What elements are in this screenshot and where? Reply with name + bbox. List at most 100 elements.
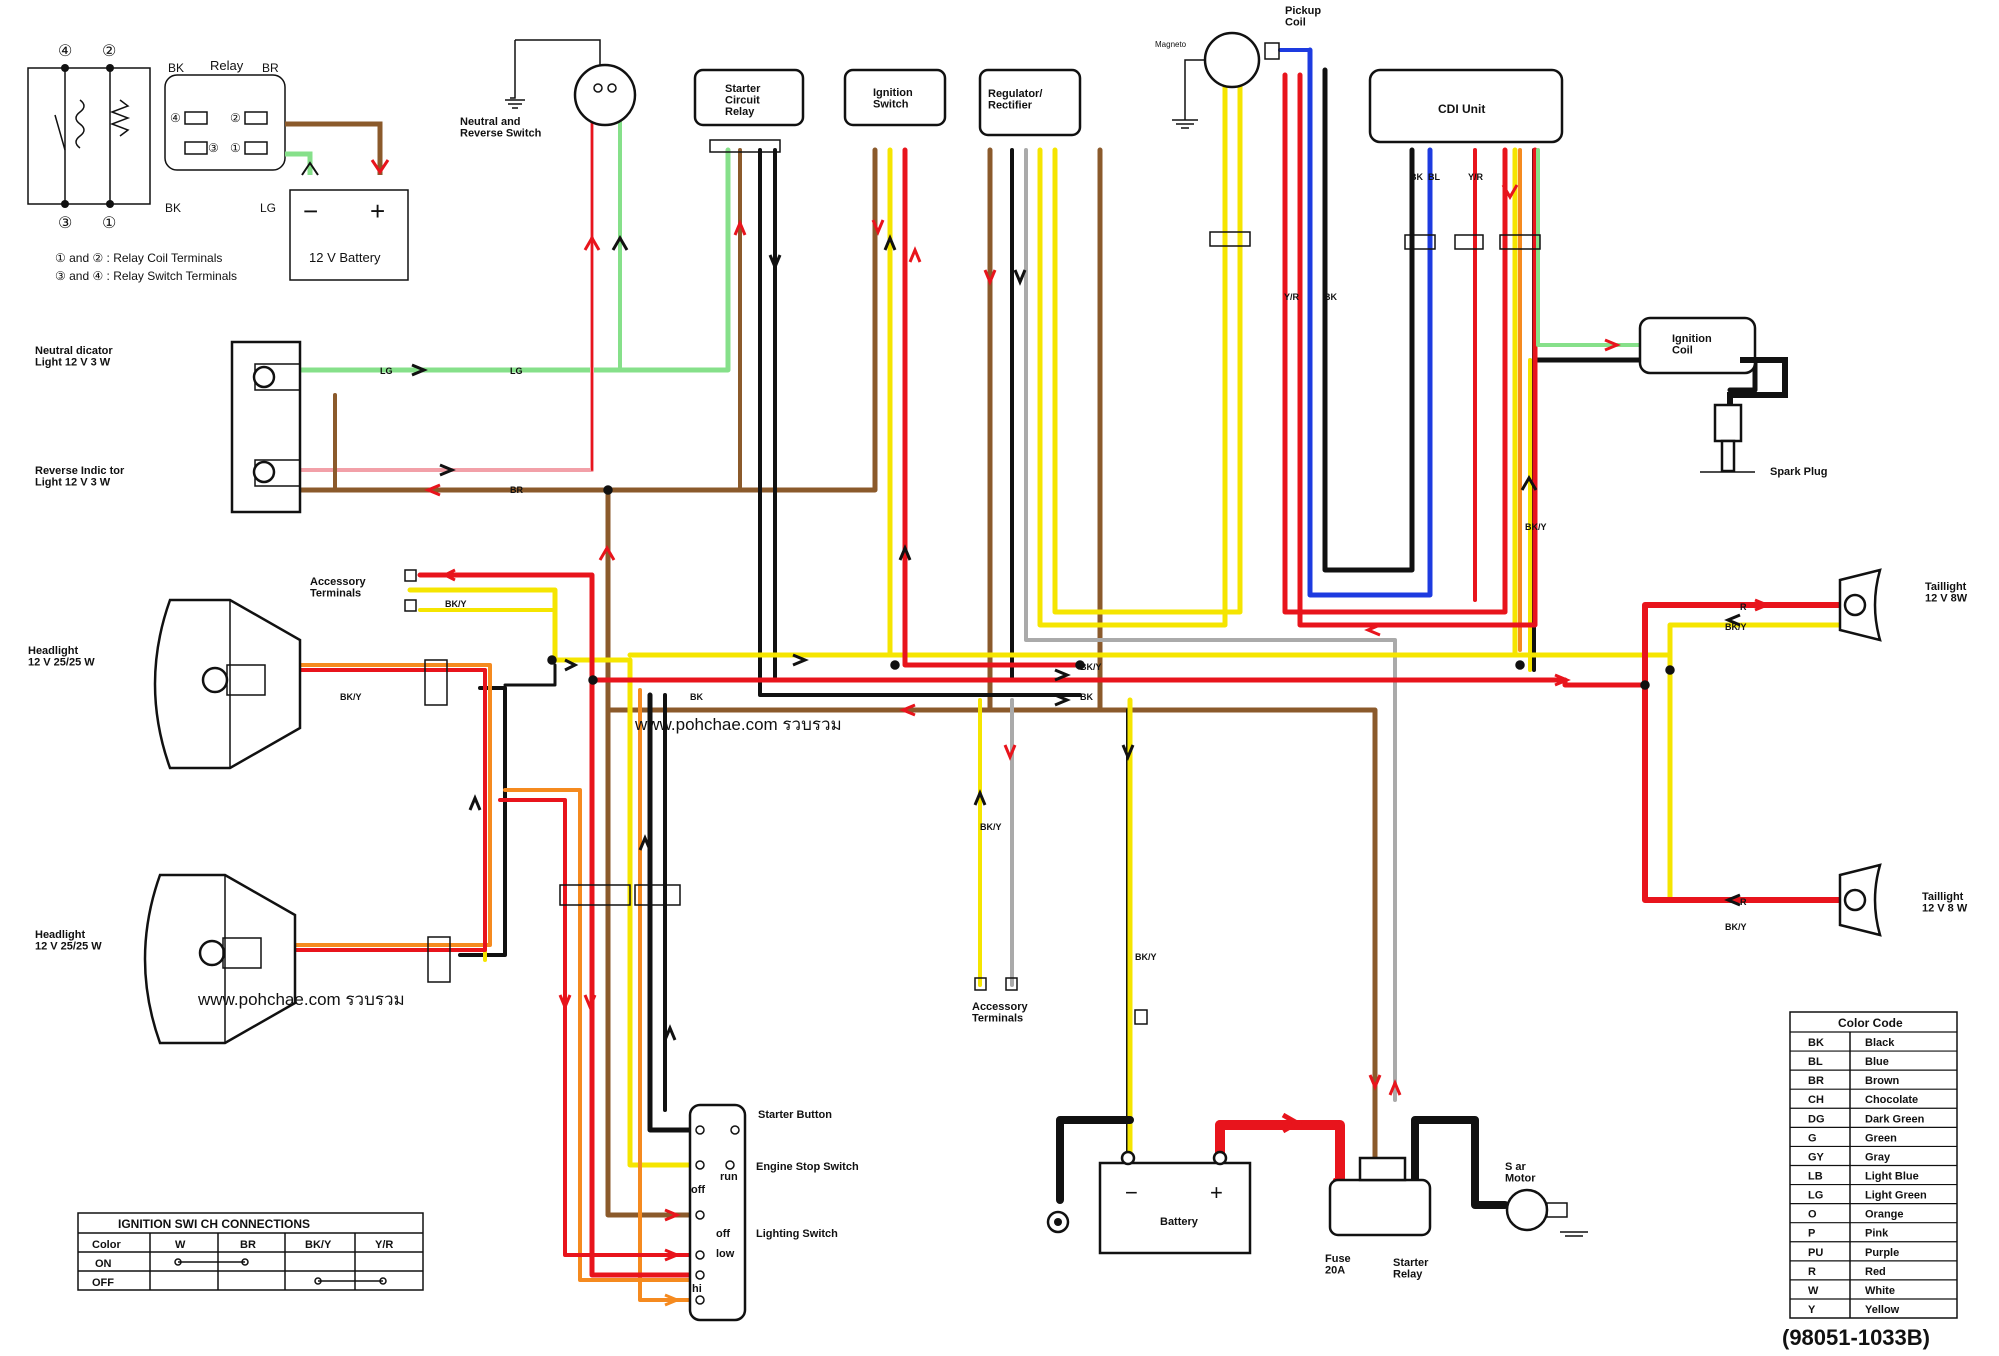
color-code-abbrev: W bbox=[1808, 1285, 1819, 1297]
color-code-name: Purple bbox=[1865, 1247, 1899, 1259]
starter-button-label: Starter Button bbox=[758, 1109, 832, 1121]
wire-label-bky: BK/Y bbox=[1080, 662, 1102, 672]
connector-lighting-upper bbox=[559, 884, 631, 906]
relay-pin-2-label: ② bbox=[230, 111, 241, 125]
magneto-label: Magneto bbox=[1155, 40, 1187, 49]
wires bbox=[268, 47, 1843, 1302]
regulator-rectifier-label: Regulator/Rectifier bbox=[988, 88, 1042, 112]
relay-note-2: ③ and ④ : Relay Switch Terminals bbox=[55, 269, 237, 283]
ignition-table-row-on: ON bbox=[95, 1258, 112, 1270]
wire-r-accessory bbox=[417, 572, 703, 1278]
color-code-abbrev: LB bbox=[1808, 1170, 1823, 1182]
relay-switch-contact bbox=[54, 114, 66, 151]
engine-stop-switch-label: Engine Stop Switch bbox=[756, 1161, 859, 1173]
switch-off-run-label: off bbox=[691, 1184, 705, 1196]
relay-pin-4-label: ④ bbox=[170, 111, 181, 125]
battery-label: Battery bbox=[1160, 1216, 1199, 1228]
color-code-abbrev: BR bbox=[1808, 1075, 1824, 1087]
relay-terminal-1-label: ① bbox=[102, 215, 116, 232]
color-code-name: Dark Green bbox=[1865, 1113, 1925, 1125]
relay-inset-battery bbox=[289, 189, 409, 281]
wire-label-bky: BK/Y bbox=[980, 822, 1002, 832]
relay-pin-3-label: ③ bbox=[208, 141, 219, 155]
wire-label-r: R bbox=[1740, 897, 1747, 907]
wire-r-bus bbox=[589, 677, 1648, 688]
switch-off-label: off bbox=[716, 1228, 730, 1240]
wire-y-bus bbox=[887, 147, 1518, 658]
relay-coil-symbol bbox=[75, 99, 85, 149]
relay-bk-bottom-label: BK bbox=[165, 201, 181, 215]
color-code-abbrev: GY bbox=[1808, 1151, 1825, 1163]
lighting-switch-label: Lighting Switch bbox=[756, 1228, 838, 1240]
color-code-name: White bbox=[1865, 1285, 1895, 1297]
color-code-name: Brown bbox=[1865, 1075, 1900, 1087]
wire-bk-starter-button bbox=[647, 692, 703, 1133]
connector-headlight-lower bbox=[427, 936, 451, 983]
relay-bk-top-label: BK bbox=[168, 61, 184, 75]
wire-labels: LG LG BR BK/Y BK/Y BK BK BK/Y BK BL Y/R … bbox=[340, 172, 1747, 962]
wire-label-bl: BL bbox=[1428, 172, 1440, 182]
color-code-abbrev: O bbox=[1808, 1209, 1817, 1221]
color-code-name: Light Blue bbox=[1865, 1170, 1919, 1182]
relay-battery-label: 12 V Battery bbox=[309, 250, 381, 265]
color-code-abbrev: Y bbox=[1808, 1304, 1816, 1316]
wire-label-lg: LG bbox=[510, 366, 523, 376]
ignition-table-header-br: BR bbox=[240, 1239, 256, 1251]
relay-battery-minus: − bbox=[303, 196, 318, 226]
wire-label-br: BR bbox=[510, 485, 523, 495]
connector-magneto bbox=[1209, 231, 1251, 247]
connector-lighting-upper-2 bbox=[634, 884, 681, 906]
color-code-abbrev: PU bbox=[1808, 1247, 1823, 1259]
wire-label-bky: BK/Y bbox=[445, 599, 467, 609]
wire-gy-regulator bbox=[1024, 148, 1397, 1102]
color-code-name: Gray bbox=[1865, 1151, 1891, 1163]
wire-r-headlight bbox=[268, 668, 487, 952]
spark-plug-label: Spark Plug bbox=[1770, 466, 1827, 478]
wire-br-ignition bbox=[297, 147, 878, 493]
wire-o-hi bbox=[503, 788, 702, 1282]
battery: − + Battery bbox=[1046, 1150, 1252, 1255]
relay-terminal-4-label: ④ bbox=[58, 43, 72, 60]
color-code-name: Chocolate bbox=[1865, 1094, 1918, 1106]
wire-bk-headlight-ground bbox=[458, 686, 507, 957]
color-code-abbrev: BK bbox=[1808, 1037, 1824, 1049]
ignition-table-title: IGNITION SWI CH CONNECTIONS bbox=[118, 1217, 310, 1231]
wire-label-yr: Y/R bbox=[1284, 292, 1300, 302]
switch-low-label: low bbox=[716, 1248, 735, 1260]
wire-label-bky: BK/Y bbox=[340, 692, 362, 702]
wire-bk-starter-motor bbox=[1411, 1116, 1509, 1209]
watermark-bottom: www.pohchae.com รวบรวม bbox=[197, 990, 405, 1009]
relay-battery-plus: + bbox=[370, 196, 385, 226]
wire-bk-pickup bbox=[1322, 67, 1415, 573]
wire-label-yr: Y/R bbox=[1468, 172, 1484, 182]
ignition-table-header-w: W bbox=[175, 1239, 186, 1251]
connector-cdi-o bbox=[1499, 234, 1541, 250]
color-code-abbrev: DG bbox=[1808, 1113, 1825, 1125]
wire-label-bky: BK/Y bbox=[1135, 952, 1157, 962]
handlebar-switch: run off off low hi Starter Button Engine… bbox=[688, 1103, 859, 1322]
wire-arrows bbox=[411, 184, 1771, 1307]
cdi-unit-label: CDI Unit bbox=[1438, 102, 1485, 116]
color-code-abbrev: BL bbox=[1808, 1056, 1823, 1068]
connector-cdi-r bbox=[1454, 234, 1484, 250]
wire-y-taillight-upper bbox=[1667, 622, 1843, 658]
watermark-top: www.pohchae.com รวบรวม bbox=[634, 715, 842, 734]
color-code-abbrev: P bbox=[1808, 1228, 1815, 1240]
regulator-rectifier: Regulator/Rectifier bbox=[978, 68, 1082, 137]
